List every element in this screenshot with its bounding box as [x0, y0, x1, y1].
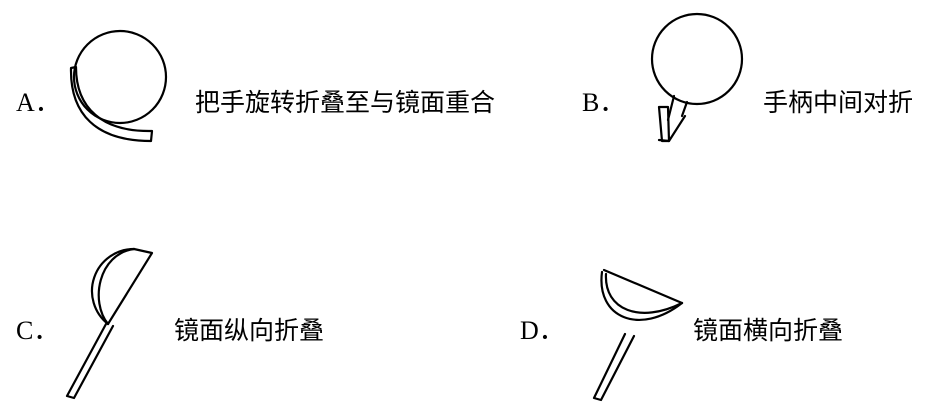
option-c-text: 镜面纵向折叠	[174, 316, 325, 345]
option-c-letter: C．	[16, 316, 60, 345]
option-a-letter: A．	[16, 88, 61, 117]
option-a-text: 把手旋转折叠至与镜面重合	[195, 88, 496, 117]
option-d-text: 镜面横向折叠	[693, 316, 844, 345]
option-d-letter: D．	[520, 316, 565, 345]
mirror-face-folded-horizontally-icon	[592, 268, 684, 402]
option-b-text: 手柄中间对折	[763, 88, 914, 117]
mirror-handle-folded-in-middle-icon	[650, 12, 744, 143]
mirror-face-folded-vertically-icon	[65, 247, 154, 400]
mirror-handle-rotated-onto-face-icon	[69, 29, 168, 143]
option-b-letter: B．	[582, 88, 626, 117]
